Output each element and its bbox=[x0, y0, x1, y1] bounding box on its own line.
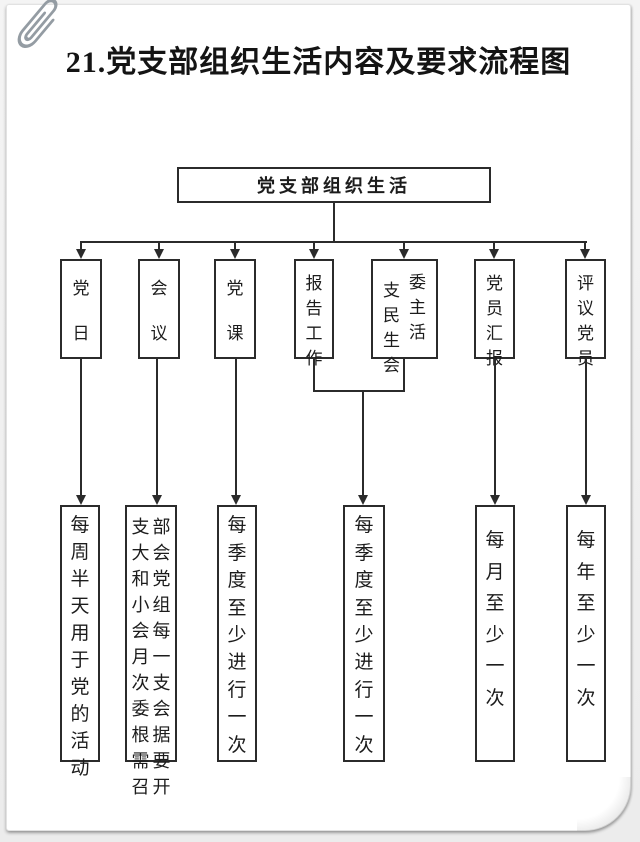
arrowhead-icon bbox=[580, 249, 590, 259]
branch-box-dangri: 党日 bbox=[60, 259, 102, 359]
requirement-label: 每季度至少进行一次 bbox=[354, 515, 374, 756]
arrowhead-icon bbox=[490, 495, 500, 505]
requirement-box-dangyuan-huibao: 每月至少一次 bbox=[475, 505, 515, 762]
connector-line bbox=[235, 359, 237, 496]
requirement-box-dangri: 每周半天用于党的活动 bbox=[60, 505, 100, 779]
branch-label-column: 支民生会 bbox=[383, 281, 400, 375]
requirement-box-huiyi: 支大和小会月次委根需召 部会党组每一支会据要开 bbox=[125, 505, 177, 797]
paper-sheet: 21.党支部组织生活内容及要求流程图 党支部组织生活 bbox=[6, 0, 631, 831]
paperclip-icon bbox=[17, 0, 58, 48]
requirement-label: 每月至少一次 bbox=[485, 530, 505, 709]
branch-box-pingyi-dangyuan: 评议党员 bbox=[565, 259, 606, 368]
connector-distribution-line bbox=[80, 241, 587, 243]
connector-line bbox=[156, 359, 158, 496]
connector-stub bbox=[80, 241, 82, 250]
branch-box-dangyuan-huibao: 党员汇报 bbox=[474, 259, 515, 368]
requirement-label-column: 支大和小会月次委根需召 bbox=[131, 517, 150, 797]
branch-label: 评议党员 bbox=[577, 274, 594, 368]
branch-box-huiyi: 会议 bbox=[138, 259, 180, 359]
arrowhead-icon bbox=[76, 249, 86, 259]
branch-label: 党课 bbox=[226, 279, 244, 343]
branch-label: 报告工作 bbox=[305, 274, 323, 368]
requirement-box-pingyi-dangyuan: 每年至少一次 bbox=[566, 505, 606, 762]
branch-label: 党日 bbox=[72, 279, 90, 343]
requirement-label-column: 部会党组每一支会据要开 bbox=[152, 517, 171, 797]
connector-stub bbox=[493, 241, 495, 250]
connector-line bbox=[80, 359, 82, 496]
connector-merge-drop bbox=[362, 391, 364, 495]
connector-line bbox=[494, 359, 496, 496]
arrowhead-icon bbox=[230, 249, 240, 259]
connector-stub bbox=[584, 241, 586, 250]
arrowhead-icon bbox=[581, 495, 591, 505]
connector-stub bbox=[403, 241, 405, 250]
branch-box-zhiwei-minzhu-shenghuohui: 支民生会 委主活 bbox=[371, 259, 438, 375]
arrowhead-icon bbox=[399, 249, 409, 259]
arrowhead-icon bbox=[231, 495, 241, 505]
page-title: 21.党支部组织生活内容及要求流程图 bbox=[65, 46, 572, 79]
flowchart: 党支部组织生活 党日 会议 bbox=[7, 5, 630, 830]
arrowhead-icon bbox=[309, 249, 319, 259]
connector-root-stem bbox=[333, 203, 335, 243]
requirement-label: 每季度至少进行一次 bbox=[227, 515, 247, 756]
requirement-box-baogao-zhiwei: 每季度至少进行一次 bbox=[343, 505, 385, 762]
branch-label-columns: 支民生会 委主活 bbox=[383, 268, 426, 375]
arrowhead-icon bbox=[489, 249, 499, 259]
branch-label-column: 委主活 bbox=[409, 273, 426, 342]
connector-stub bbox=[158, 241, 160, 250]
root-box-label: 党支部组织生活 bbox=[257, 176, 411, 196]
branch-box-dangke: 党课 bbox=[214, 259, 256, 359]
branch-label: 党员汇报 bbox=[486, 274, 503, 368]
connector-stub bbox=[313, 241, 315, 250]
branch-label: 会议 bbox=[150, 279, 168, 343]
connector-stub bbox=[234, 241, 236, 250]
connector-merge-right bbox=[403, 359, 405, 392]
root-box: 党支部组织生活 bbox=[177, 167, 491, 203]
requirement-label: 每周半天用于党的活动 bbox=[70, 515, 90, 779]
arrowhead-icon bbox=[76, 495, 86, 505]
requirement-label: 每年至少一次 bbox=[576, 530, 596, 709]
requirement-label-columns: 支大和小会月次委根需召 部会党组每一支会据要开 bbox=[131, 511, 171, 797]
requirement-box-dangke: 每季度至少进行一次 bbox=[217, 505, 257, 762]
arrowhead-icon bbox=[154, 249, 164, 259]
connector-merge-left bbox=[313, 359, 315, 392]
connector-line bbox=[585, 359, 587, 496]
connector-merge-bar bbox=[313, 390, 405, 392]
arrowhead-icon bbox=[358, 495, 368, 505]
branch-box-baogao-gongzuo: 报告工作 bbox=[294, 259, 334, 368]
arrowhead-icon bbox=[152, 495, 162, 505]
